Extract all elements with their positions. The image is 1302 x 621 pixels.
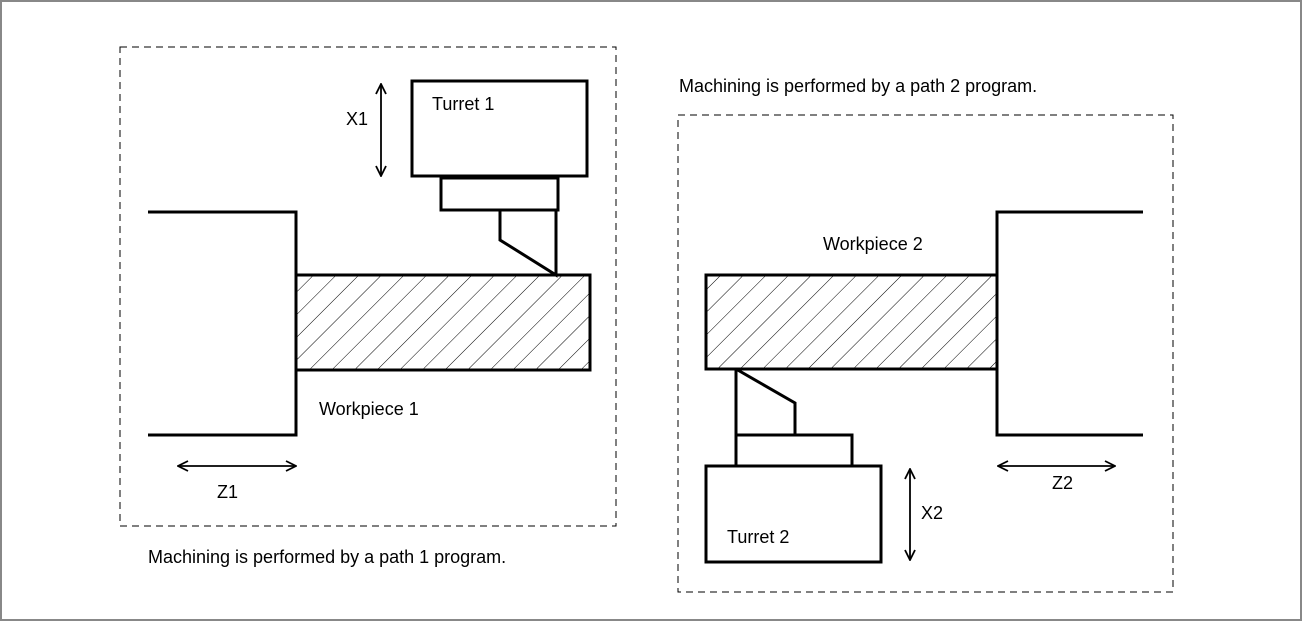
turret-2-tool-holder — [734, 433, 854, 468]
path2-dashed-boundary — [677, 114, 1174, 593]
path1-group: Turret 1 X1 Workpiece 1 Z1 Machining is … — [119, 46, 617, 567]
z2-label: Z2 — [1052, 473, 1073, 493]
turret-1-tool-holder — [439, 176, 560, 212]
turret-1-tool-bit — [498, 210, 558, 278]
workpiece-1-label: Workpiece 1 — [319, 399, 419, 419]
x1-label: X1 — [346, 109, 368, 129]
turret-1-label: Turret 1 — [432, 94, 494, 114]
workpiece-2-hatch — [706, 275, 997, 369]
workpiece-2-label: Workpiece 2 — [823, 234, 923, 254]
turret-2 — [704, 464, 883, 564]
turret-2-tool-bit — [734, 367, 797, 437]
path1-dashed-boundary — [119, 46, 617, 527]
z1-label: Z1 — [217, 482, 238, 502]
workpiece-1 — [294, 273, 592, 372]
workpiece-1-hatch — [296, 275, 590, 370]
turret-1 — [410, 79, 589, 178]
chuck-1 — [148, 210, 298, 437]
path2-group: Machining is performed by a path 2 progr… — [677, 76, 1174, 593]
chuck-2 — [995, 210, 1143, 437]
x2-label: X2 — [921, 503, 943, 523]
path1-caption: Machining is performed by a path 1 progr… — [148, 547, 506, 567]
workpiece-2 — [704, 273, 999, 371]
path2-caption: Machining is performed by a path 2 progr… — [679, 76, 1037, 96]
turret-2-label: Turret 2 — [727, 527, 789, 547]
